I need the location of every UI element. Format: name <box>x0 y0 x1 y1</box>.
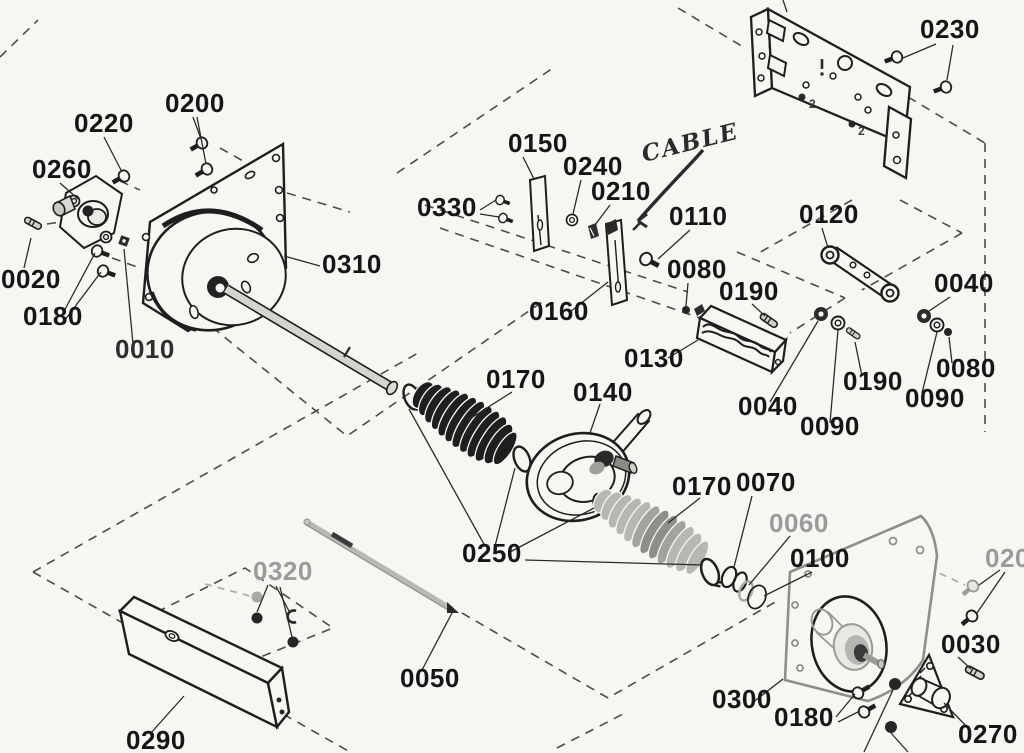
part-boot-0170-left <box>411 380 518 466</box>
bolt-0200-gray <box>959 578 981 599</box>
part-rod-0050 <box>303 518 459 613</box>
part-drive-shaft <box>222 284 399 396</box>
part-labels: 0230 0200 0220 0260 0150 0240 0210 0330 … <box>1 14 1024 753</box>
part-label-0230: 0230 <box>920 14 980 44</box>
part-label-0130: 0130 <box>624 343 684 373</box>
part-label-0200-top: 0200 <box>165 88 225 118</box>
clip-0320 <box>286 609 297 624</box>
part-label-0100: 0100 <box>790 543 850 573</box>
part-label-0180-bottom: 0180 <box>774 702 834 732</box>
part-label-0330: 0330 <box>417 192 477 222</box>
part-label-0260: 0260 <box>32 154 92 184</box>
part-bar-0290 <box>117 595 291 730</box>
bolt-0200-dark <box>958 608 980 629</box>
plug-a <box>889 678 901 690</box>
leader-lines <box>23 43 1006 753</box>
bolt-0180-b <box>96 264 117 281</box>
part-bearing-flange-0260 <box>52 174 124 250</box>
part-label-0140: 0140 <box>573 377 633 407</box>
part-label-0150: 0150 <box>508 128 568 158</box>
part-label-0170-right: 0170 <box>672 471 732 501</box>
part-label-0160: 0160 <box>529 296 589 326</box>
bolt-0330-b <box>495 210 517 228</box>
part-label-0030: 0030 <box>941 629 1001 659</box>
clamp-0250-d <box>696 555 726 593</box>
part-label-0290: 0290 <box>126 725 186 753</box>
part-label-0190-left: 0190 <box>719 276 779 306</box>
bolt-0180-d <box>856 700 878 719</box>
bolt-0200-b <box>193 161 215 180</box>
part-mounting-bracket-top <box>749 0 913 180</box>
cable-arrowhead <box>632 212 648 231</box>
part-strip-0160-cable-guide <box>604 218 629 307</box>
plug-b <box>885 721 897 733</box>
nut-0010 <box>118 235 130 247</box>
part-label-0070: 0070 <box>736 467 796 497</box>
bracket-mark-2a: 2 <box>809 97 816 111</box>
bracket-mark-2b: 2 <box>858 124 865 138</box>
washer-0090-right <box>929 317 945 333</box>
part-label-0270: 0270 <box>958 719 1018 749</box>
part-label-0040-left: 0040 <box>738 391 798 421</box>
nut-0080-right <box>944 328 952 336</box>
nut-0080-mid <box>682 306 690 314</box>
part-label-0120: 0120 <box>799 199 859 229</box>
grommet-0040-right <box>917 309 931 323</box>
part-label-0050: 0050 <box>400 663 460 693</box>
part-strip-0150 <box>528 174 551 253</box>
pin-0190-right <box>844 326 862 341</box>
part-label-0010: 0010 <box>115 334 175 364</box>
pin-0030 <box>963 664 987 682</box>
plug-0320-b <box>287 636 299 648</box>
plug-0320-gray <box>251 591 263 603</box>
bolt-0230-a <box>883 50 904 67</box>
part-label-0080-right: 0080 <box>936 353 996 383</box>
pin-0190-left <box>758 311 780 330</box>
part-detent-bracket-0130 <box>694 304 788 376</box>
washer-stack-0070-0060-0100 <box>720 565 767 610</box>
washer-0090-left <box>830 315 846 331</box>
part-label-0310: 0310 <box>322 249 382 279</box>
grommet-0040-left <box>814 307 828 321</box>
part-label-0180-top: 0180 <box>23 301 83 331</box>
part-label-0300: 0300 <box>712 684 772 714</box>
cable-annotation: CABLE <box>639 118 742 168</box>
part-label-0320: 0320 <box>253 556 313 586</box>
part-label-0170-left: 0170 <box>486 364 546 394</box>
bolt-0220 <box>110 168 132 187</box>
cable-arrow <box>636 148 705 223</box>
clip-0210 <box>588 223 599 239</box>
part-label-0110: 0110 <box>669 201 727 231</box>
part-label-0090-left: 0090 <box>800 411 860 441</box>
washer-0240 <box>565 213 579 227</box>
part-label-0020: 0020 <box>1 264 61 294</box>
part-side-panel-0300 <box>783 514 939 703</box>
part-pivot-bracket-0120 <box>820 245 900 303</box>
bolt-0230-b <box>932 80 953 97</box>
part-label-0040-right: 0040 <box>934 268 994 298</box>
part-label-0250: 0250 <box>462 538 522 568</box>
part-flange-0270 <box>898 652 955 719</box>
part-label-0080-mid: 0080 <box>667 254 727 284</box>
part-label-0090-right: 0090 <box>905 383 965 413</box>
plug-0320-a <box>251 612 263 624</box>
part-label-0210: 0210 <box>591 176 651 206</box>
part-label-0220: 0220 <box>74 108 134 138</box>
stud-0020 <box>22 215 44 231</box>
part-label-0200-bottom: 0200 <box>985 543 1024 573</box>
bolt-0200-a <box>188 135 210 154</box>
part-label-0060: 0060 <box>769 508 829 538</box>
part-label-0240: 0240 <box>563 151 623 181</box>
bolt-0180-a <box>90 244 111 261</box>
bolt-0330-a <box>492 192 514 210</box>
part-label-0190-right: 0190 <box>843 366 903 396</box>
part-boot-0170-right <box>592 488 710 575</box>
bolt-0110 <box>638 251 662 272</box>
